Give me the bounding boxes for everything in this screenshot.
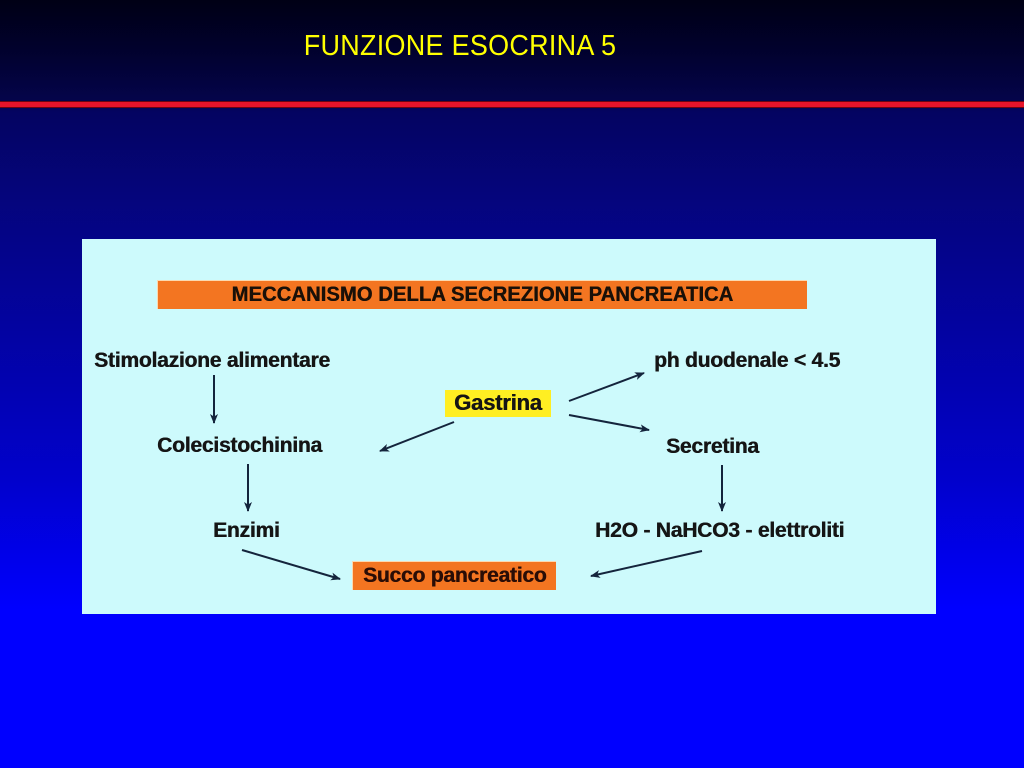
- diagram-node-succo-pancreatico: Succo pancreatico: [352, 561, 557, 590]
- edge-gastrina-secretina: [568, 414, 650, 433]
- pancreatic-secretion-diagram: MECCANISMO DELLA SECREZIONE PANCREATICA: [82, 239, 936, 614]
- content-panel: MECCANISMO DELLA SECREZIONE PANCREATICA: [82, 239, 936, 614]
- diagram-node-h2o-nahco3-elettroliti: H2O - NaHCO3 - elettroliti: [595, 519, 845, 542]
- edge-gastrina-ph-duodenale: [568, 372, 645, 402]
- diagram-node-ph-duodenale: ph duodenale < 4.5: [654, 349, 841, 372]
- slide-title-band: FUNZIONE ESOCRINA 5: [0, 0, 1024, 103]
- edge-gastrina-colecistochinina: [379, 421, 455, 452]
- page-title: FUNZIONE ESOCRINA 5: [303, 30, 617, 62]
- title-divider-rule: [0, 102, 1024, 107]
- diagram-node-enzimi: Enzimi: [213, 519, 280, 542]
- diagram-node-stimolazione: Stimolazione alimentare: [94, 349, 330, 372]
- diagram-banner: MECCANISMO DELLA SECREZIONE PANCREATICA: [157, 280, 807, 309]
- diagram-node-gastrina: Gastrina: [445, 390, 551, 417]
- diagram-banner-label: MECCANISMO DELLA SECREZIONE PANCREATICA: [231, 283, 734, 306]
- diagram-node-colecistochinina: Colecistochinina: [157, 434, 322, 457]
- edge-enzimi-succo: [241, 549, 341, 581]
- edge-h2o-succo: [590, 550, 703, 578]
- diagram-node-secretina: Secretina: [666, 435, 759, 458]
